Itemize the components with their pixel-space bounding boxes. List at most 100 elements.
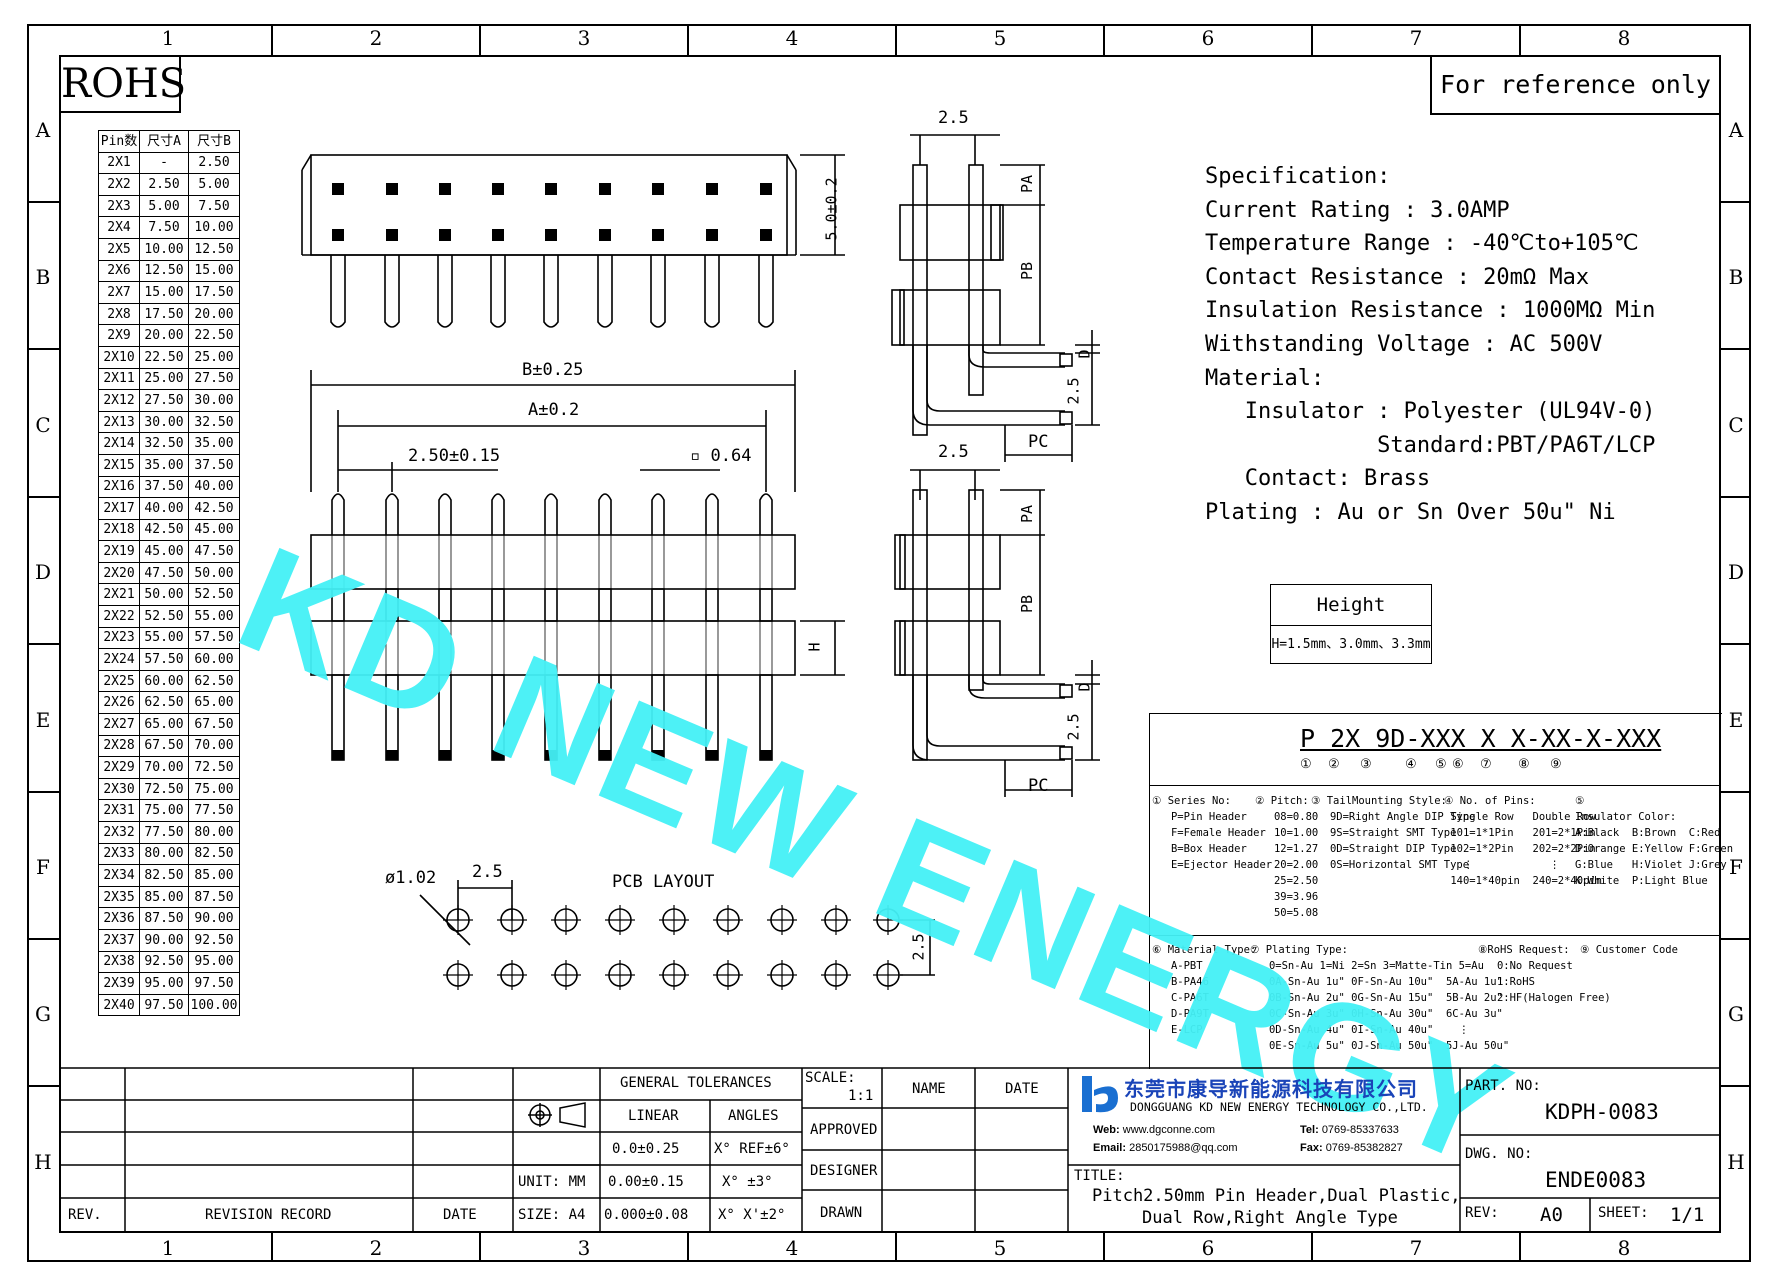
pin-table-cell: 2X29 — [98, 756, 140, 779]
pin-table-cell: 60.00 — [188, 648, 240, 671]
spec-line: Insulation Resistance : 1000MΩ Min — [1205, 298, 1656, 324]
title-label: TITLE: — [1074, 1168, 1125, 1184]
zone-row-f-right: F — [1729, 855, 1743, 879]
pin-bottom-tip — [545, 750, 557, 760]
linear-label: LINEAR — [628, 1108, 679, 1124]
plating-legend: ⑦ Plating Type: 0=Sn-Au 1=Ni 2=Sn 3=Matt… — [1250, 944, 1510, 1052]
pin-lead — [437, 255, 453, 328]
zone-row-d-right: D — [1727, 560, 1745, 584]
email-line: Email: 2850175988@qq.com — [1093, 1142, 1238, 1154]
pin-table-cell: 50.00 — [188, 561, 240, 585]
zone-row-e: E — [35, 708, 51, 732]
pin-table-cell: 25.00 — [188, 345, 240, 369]
pin-square-bottom — [652, 229, 664, 241]
pin-table-cell: 2X1 — [98, 151, 140, 175]
rohs-label: ROHS — [59, 55, 186, 113]
web-label: Web: — [1093, 1124, 1120, 1136]
web-url[interactable]: www.dgconne.com — [1122, 1124, 1216, 1136]
pin-mid-segment — [491, 588, 505, 622]
pin-lead — [758, 255, 774, 328]
dim-pitch-label: 2.50±0.15 — [408, 446, 501, 466]
pins-legend: ④ No. of Pins: Single Row Double Row 101… — [1444, 795, 1603, 887]
zone-row-e-right: E — [1728, 708, 1744, 732]
pin-top-tip — [544, 493, 558, 535]
pcb-layout-title: PCB LAYOUT — [612, 872, 715, 892]
pin-lead — [490, 255, 506, 328]
pin-top-tip — [705, 493, 719, 535]
part-code-marker: ④ — [1405, 757, 1417, 772]
pin-table-cell: 70.00 — [139, 756, 189, 779]
zone-row-g: G — [35, 1002, 51, 1026]
pin-table-cell: 2X18 — [98, 518, 140, 542]
fax-line: Fax: 0769-85382827 — [1300, 1142, 1403, 1154]
zone-col-6-bottom: 6 — [1201, 1236, 1215, 1260]
pin-mid-segment — [759, 588, 773, 622]
pin-table-cell: 65.00 — [188, 691, 240, 715]
zone-col-5: 5 — [993, 26, 1007, 50]
part-code-marker: ⑦ — [1480, 757, 1492, 772]
pin-mid-segment — [598, 588, 612, 622]
spec-line: Plating : Au or Sn Over 50u" Ni — [1205, 500, 1616, 525]
angle-tol-3: X° X'±2° — [718, 1207, 786, 1223]
pin-lead — [704, 255, 720, 328]
pin-table-cell: 75.00 — [139, 799, 189, 822]
zone-col-8: 8 — [1617, 26, 1631, 50]
email-value[interactable]: 2850175988@qq.com — [1129, 1142, 1238, 1154]
pin-table-cell: 2X14 — [98, 432, 140, 455]
spec-line: Insulator : Polyester (UL94V-0) — [1205, 399, 1656, 425]
part-code: P 2X 9D-XXX X X-XX-X-XXX — [1300, 724, 1662, 753]
projection-symbol-icon — [528, 1102, 586, 1128]
pitch-legend: ② Pitch: 08=0.80 10=1.00 12=1.27 20=2.00… — [1255, 795, 1319, 919]
pin-table-cell: 75.00 — [188, 777, 240, 801]
pin-table-cell: 7.50 — [188, 194, 240, 218]
zone-row-d: D — [34, 560, 52, 584]
pin-mid-segment — [331, 588, 345, 622]
pin-table-cell: 2X36 — [98, 907, 140, 930]
pin-table-cell: 92.50 — [139, 950, 189, 974]
zone-row-f: F — [36, 855, 50, 879]
height-box-value: H=1.5mm、3.0mm、3.3mm — [1271, 637, 1431, 652]
zone-col-7-bottom: 7 — [1409, 1236, 1423, 1260]
pin-table-cell: 12.50 — [139, 259, 189, 283]
pin-table-cell: 12.50 — [188, 237, 240, 261]
dim-pc-top: PC — [1028, 432, 1049, 452]
pin-square-top — [386, 183, 398, 195]
pin-square-top — [760, 183, 772, 195]
pin-table-cell: 90.00 — [188, 907, 240, 930]
spec-line: Contact Resistance : 20mΩ Max — [1205, 264, 1590, 290]
zone-row-c: C — [35, 413, 51, 437]
company-name-cn: 东莞市康导新能源科技有限公司 — [1124, 1079, 1418, 1101]
dim-pin-width-value: 0.64 — [710, 446, 752, 466]
pin-top-tip — [331, 493, 345, 535]
pin-table-cell: 65.00 — [139, 713, 189, 736]
pin-bottom-tip — [492, 750, 504, 760]
fax-value: 0769-85382827 — [1325, 1142, 1403, 1154]
rev-label: REV. — [68, 1207, 102, 1223]
pin-table-cell: 45.00 — [188, 518, 240, 542]
zone-col-8-bottom: 8 — [1617, 1236, 1631, 1260]
pin-table-cell: 尺寸B — [188, 130, 240, 153]
pin-table-cell: 2X27 — [98, 713, 140, 736]
pin-table-cell: 22.50 — [188, 324, 240, 347]
pin-table-cell: 5.00 — [188, 173, 240, 196]
pin-table-cell: 2X13 — [98, 410, 140, 434]
side-pitch-top: 2.5 — [938, 108, 969, 128]
side-pitch-bottom: 2.5 — [938, 442, 969, 462]
pin-square-top — [599, 183, 611, 195]
approved-label: APPROVED — [810, 1122, 878, 1138]
dwg-no-value: ENDE0083 — [1545, 1168, 1647, 1192]
pin-square-top — [332, 183, 344, 195]
date-column-label: DATE — [1005, 1081, 1039, 1097]
pin-lead — [384, 255, 400, 328]
pin-table-cell: 32.50 — [188, 410, 240, 434]
height-box: Height H=1.5mm、3.0mm、3.3mm — [1270, 584, 1432, 664]
pin-table-cell: 22.50 — [139, 345, 189, 369]
web-line: Web: www.dgconne.com — [1093, 1124, 1215, 1136]
